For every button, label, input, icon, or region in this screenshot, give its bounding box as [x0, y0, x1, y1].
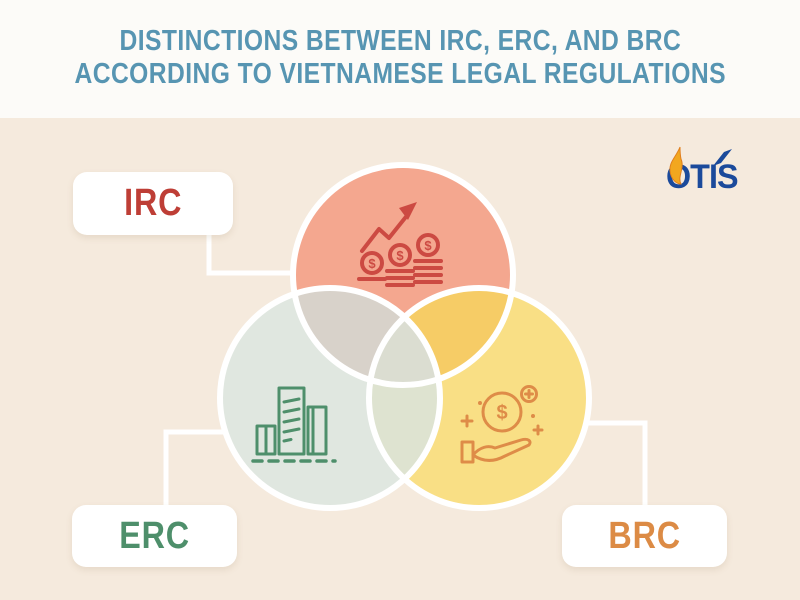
- trend-arrow-line: [360, 211, 411, 253]
- irc-label: IRC: [123, 182, 183, 224]
- flame-icon: [669, 146, 683, 185]
- building-tall: [277, 386, 306, 456]
- irc-connector-line: [206, 235, 296, 276]
- sparkle-dot: [478, 401, 482, 405]
- header: DISTINCTIONS BETWEEN IRC, ERC, AND BRC A…: [0, 0, 800, 118]
- brc-label-box: BRC: [562, 505, 727, 567]
- hand-cuff: [460, 440, 475, 464]
- sparkle-plus-right: [532, 424, 544, 436]
- title-text-2: ACCORDING TO VIETNAMESE LEGAL REGULATION…: [74, 58, 726, 90]
- otis-logo: OTIS: [666, 146, 776, 204]
- erc-connector-line: [163, 429, 228, 507]
- brc-connector-line: [583, 420, 648, 507]
- accent-swoosh-icon: [713, 149, 732, 166]
- building-mid: [306, 405, 328, 456]
- arrowhead: [399, 202, 417, 220]
- coin-3: [416, 233, 440, 257]
- hand-palm: [471, 437, 532, 462]
- growth-chart-icon: $ $ $: [357, 202, 443, 287]
- erc-label-box: ERC: [72, 505, 237, 567]
- sparkle-plus-left: [460, 414, 474, 428]
- coin-1: [360, 251, 384, 275]
- erc-label: ERC: [119, 514, 190, 557]
- title-text-1: DISTINCTIONS BETWEEN IRC, ERC, AND BRC: [119, 25, 681, 57]
- office-building-icon: [251, 386, 337, 463]
- page-title-line-2: ACCORDING TO VIETNAMESE LEGAL REGULATION…: [0, 58, 800, 91]
- hand-coin-icon: $: [460, 385, 544, 464]
- page-title-line-1: DISTINCTIONS BETWEEN IRC, ERC, AND BRC: [0, 25, 800, 58]
- erc-circle-ring: [217, 285, 443, 511]
- brc-label: BRC: [608, 514, 681, 557]
- dollar-glyph: $: [396, 248, 404, 263]
- plus-glyph: [524, 389, 534, 399]
- irc-circle-ring: [290, 162, 516, 388]
- dollar-glyph: $: [496, 402, 507, 424]
- coin-2: [388, 243, 412, 267]
- dollar-glyph: $: [368, 256, 376, 271]
- irc-label-box: IRC: [73, 172, 233, 235]
- coin: [481, 391, 523, 433]
- brc-circle-ring: [366, 285, 592, 511]
- plus-badge: [520, 385, 538, 403]
- dollar-glyph: $: [424, 238, 432, 253]
- sparkle-dot: [531, 414, 535, 418]
